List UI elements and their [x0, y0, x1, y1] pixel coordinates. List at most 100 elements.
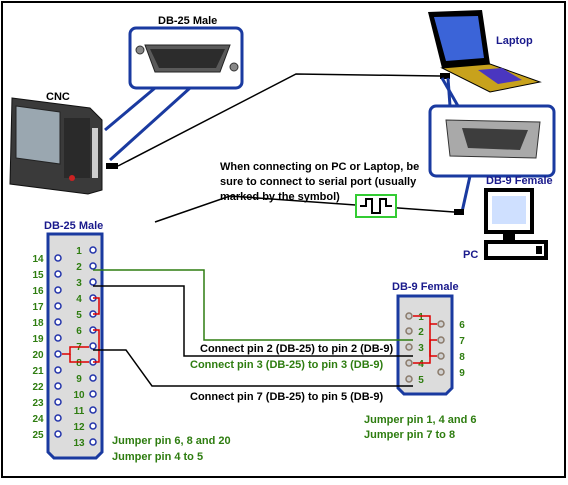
pin-dot [89, 262, 97, 270]
db9-connector-image [428, 104, 556, 178]
jumper-7-8 [429, 339, 437, 357]
laptop-icon [428, 10, 542, 93]
pin-dot [89, 390, 97, 398]
pin-dot [54, 382, 62, 390]
callout-line [440, 77, 460, 107]
db25-pin-label: 18 [32, 318, 44, 329]
pin-dot [437, 368, 445, 376]
wire-pin2-to-pin2 [93, 269, 413, 341]
db25-pin-label: 11 [74, 406, 85, 417]
pin-dot [54, 254, 62, 262]
db9-pinout-title: DB-9 Female [392, 281, 459, 293]
db25-pin-label: 9 [76, 374, 82, 385]
pin-dot [89, 422, 97, 430]
pc-label: PC [463, 249, 478, 261]
note-line-2: sure to connect to serial port (usually [220, 176, 417, 188]
laptop-label: Laptop [496, 35, 533, 47]
db9-jumpers [413, 315, 437, 364]
db25-pin-label: 14 [32, 254, 44, 265]
db9-pin-label: 7 [459, 336, 465, 347]
cable-cnc-to-laptop [117, 73, 441, 167]
db25-pin-label: 3 [76, 278, 82, 289]
pin-dot [405, 343, 413, 351]
db9-pin-dots [405, 312, 445, 383]
db25-pin-label: 6 [76, 326, 82, 337]
db9-jumper-note-2: Jumper pin 7 to 8 [364, 429, 455, 441]
db25-pin-label: 1 [76, 246, 82, 257]
pin-dot [54, 318, 62, 326]
db25-jumper-note-1: Jumper pin 6, 8 and 20 [112, 435, 231, 447]
db9-pin-label: 3 [418, 343, 424, 354]
db25-connector-image [128, 26, 244, 90]
connection-caption-1: Connect pin 2 (DB-25) to pin 2 (DB-9) [200, 343, 393, 355]
pin-dot [89, 438, 97, 446]
db9-pin-label: 1 [418, 312, 424, 323]
callout-line [460, 175, 472, 213]
db25-pin-label: 13 [73, 438, 85, 449]
pin-dot [89, 374, 97, 382]
pin-dot [54, 366, 62, 374]
cnc-label: CNC [46, 91, 70, 103]
db25-pin-label: 23 [32, 398, 44, 409]
pin-dot [54, 302, 62, 310]
db25-pin-label: 24 [32, 414, 44, 425]
db25-pin-label: 25 [32, 430, 44, 441]
wire-pin7-to-pin5 [93, 349, 413, 387]
pin-dot [54, 334, 62, 342]
db9-pin-label: 6 [459, 320, 465, 331]
db25-pin-label: 2 [76, 262, 82, 273]
db25-pin-label: 15 [32, 270, 44, 281]
db25-pin-label: 16 [32, 286, 44, 297]
db9-right-pin-column: 6 7 8 9 [459, 320, 465, 379]
pin-dot [405, 375, 413, 383]
db25-pin-label: 10 [73, 390, 85, 401]
db9-pin-label: 8 [459, 352, 465, 363]
db25-pin-label: 5 [76, 310, 82, 321]
db9-left-pin-column: 1 2 3 4 5 [418, 312, 424, 386]
laptop-serial-plug [440, 73, 450, 79]
db9-pin-label: 4 [418, 359, 424, 370]
db9-top-label: DB-9 Female [486, 175, 553, 187]
db25-pin-label: 19 [32, 334, 44, 345]
db25-top-label: DB-25 Male [158, 15, 217, 27]
pin-dot [437, 352, 445, 360]
db25-pin-label: 17 [32, 302, 44, 313]
callout-line [108, 86, 192, 162]
pin-dot [437, 336, 445, 344]
db9-jumper-note-1: Jumper pin 1, 4 and 6 [364, 414, 476, 426]
db25-pin-label: 12 [73, 422, 85, 433]
db25-pin-dots [54, 246, 97, 446]
pin-dot [54, 350, 62, 358]
serial-port-symbol-icon [355, 194, 397, 218]
db25-pinout-title: DB-25 Male [44, 220, 103, 232]
connection-caption-3: Connect pin 7 (DB-25) to pin 5 (DB-9) [190, 391, 383, 403]
pin-dot [405, 327, 413, 335]
pin-dot [54, 286, 62, 294]
cnc-serial-plug [106, 163, 118, 169]
note-line-1: When connecting on PC or Laptop, be [220, 161, 419, 173]
pin-dot [54, 414, 62, 422]
connection-caption-2: Connect pin 3 (DB-25) to pin 3 (DB-9) [190, 359, 383, 371]
note-line-3: marked by the symbol) [220, 191, 340, 203]
db9-pin-label: 5 [418, 375, 424, 386]
pin-dot [89, 278, 97, 286]
jumper-20-8 [62, 346, 89, 355]
pin-dot [54, 430, 62, 438]
pc-icon [484, 188, 548, 260]
db25-jumper-note-2: Jumper pin 4 to 5 [112, 451, 203, 463]
db25-pin-label: 20 [32, 350, 44, 361]
serial-port-note: When connecting on PC or Laptop, be sure… [220, 161, 422, 203]
pin-dot [54, 270, 62, 278]
cnc-device-icon [9, 97, 103, 195]
pin-dot [405, 312, 413, 320]
db25-pin-label: 8 [76, 358, 82, 369]
pin-dot [89, 342, 97, 350]
pin-dot [437, 320, 445, 328]
jumper-6-8 [93, 329, 100, 363]
db25-jumpers [62, 297, 100, 363]
pin-dot [89, 246, 97, 254]
db25-left-pin-column: 14 15 16 17 18 19 20 21 22 23 24 25 [32, 254, 44, 441]
db25-pin-label: 22 [32, 382, 44, 393]
